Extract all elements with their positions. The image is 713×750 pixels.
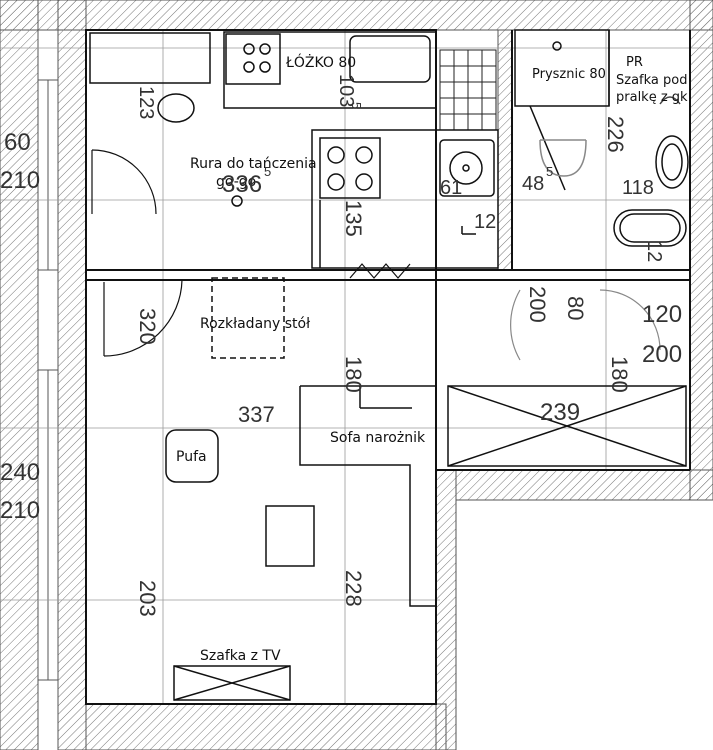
label-cabinet-2: pralkę z gk — [616, 90, 688, 105]
dim-240: 240 — [0, 459, 40, 486]
dim-48: 48 — [522, 173, 544, 195]
wardrobe — [447, 385, 687, 467]
label-shower: Prysznic 80 — [532, 67, 606, 82]
dim-228: 228 — [341, 570, 366, 607]
shower — [514, 29, 610, 191]
dimension-labels: 123 103 5 336 5 135 61 48 5 12 12 226 11… — [0, 74, 682, 617]
dim-12b: 12 — [643, 240, 665, 262]
table — [211, 277, 285, 359]
label-bed: ŁÓŻKO 80 — [285, 53, 356, 71]
dim-210b: 210 — [0, 497, 40, 524]
dim-320: 320 — [135, 308, 160, 345]
dim-120: 120 — [642, 301, 682, 328]
label-tv: Szafka z TV — [200, 648, 281, 664]
dim-337: 337 — [238, 402, 275, 427]
dim-200b: 200 — [642, 341, 682, 368]
bed — [89, 31, 437, 109]
dim-239: 239 — [540, 399, 580, 426]
label-pole-2: go-go — [216, 174, 256, 190]
dim-103-sup: 5 — [349, 102, 364, 109]
dim-123: 123 — [135, 86, 157, 119]
doors — [91, 149, 661, 361]
label-pole-1: Rura do tańczenia — [190, 156, 317, 172]
dim-226: 226 — [603, 116, 628, 153]
dim-118: 118 — [622, 177, 654, 199]
pouf — [165, 429, 219, 483]
dim-203: 203 — [135, 580, 160, 617]
label-cabinet-1: Szafka pod — [616, 73, 687, 88]
dim-200a: 200 — [525, 286, 550, 323]
dim-103: 103 — [335, 74, 357, 107]
dim-135: 135 — [341, 200, 366, 237]
dim-210a: 210 — [0, 167, 40, 194]
label-pr: PR — [626, 55, 643, 70]
coffee-table — [265, 505, 315, 567]
tiled-block — [439, 49, 497, 131]
dim-180a: 180 — [341, 356, 366, 393]
bathroom-fixtures — [539, 96, 689, 247]
dim-60: 60 — [4, 129, 31, 156]
dim-48-sup: 5 — [546, 164, 553, 179]
room-labels: ŁÓŻKO 80 Rura do tańczenia go-go Pryszni… — [176, 53, 688, 664]
grid-lines — [0, 30, 713, 705]
dim-336-sup: 5 — [264, 164, 271, 179]
pole-icon — [231, 195, 243, 207]
dim-12a: 12 — [474, 211, 496, 233]
dim-61: 61 — [440, 177, 462, 199]
label-sofa: Sofa narożnik — [330, 430, 426, 446]
label-pouf: Pufa — [176, 449, 207, 465]
dim-180b: 180 — [607, 356, 632, 393]
windows — [37, 79, 59, 681]
interior-walls — [85, 29, 691, 705]
lamp-icon — [157, 93, 195, 123]
dim-336: 336 — [222, 171, 262, 198]
dim-80: 80 — [563, 296, 588, 320]
kitchen-unit — [311, 129, 499, 269]
tv-stand — [173, 665, 291, 701]
sofa — [299, 385, 437, 607]
label-table: Rozkładany stół — [200, 316, 310, 332]
sliding-doors — [349, 263, 411, 279]
